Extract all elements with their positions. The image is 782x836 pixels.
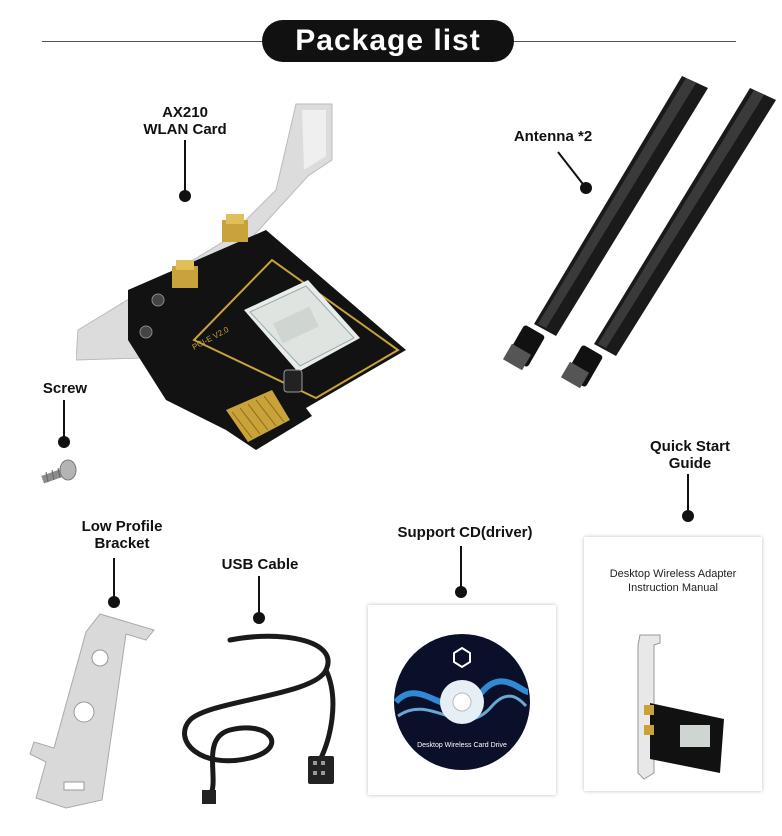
usb-cable-image [182, 633, 336, 804]
wlan-card-image: PCI-E V2.0 [76, 103, 406, 450]
screw-pointer [63, 400, 65, 440]
manual-card-illustration [637, 634, 724, 780]
antenna-pointer [557, 151, 592, 194]
support-cd-pointer [460, 546, 462, 590]
quick-start-guide-pointer-dot [682, 510, 694, 522]
low-profile-bracket-image [29, 613, 155, 809]
wlan-card-label: AX210 WLAN Card [143, 104, 227, 138]
quick-start-guide-pointer [687, 474, 689, 514]
screw-pointer-dot [58, 436, 70, 448]
support-cd-disc [393, 634, 530, 770]
header-rule-left [42, 41, 262, 42]
header-rule-right [514, 41, 736, 42]
wlan-card-pointer [184, 140, 186, 196]
screw-label: Screw [42, 380, 88, 397]
usb-cable-pointer-dot [253, 612, 265, 624]
low-profile-bracket-pointer-dot [108, 596, 120, 608]
manual-title-line2: Instruction Manual [628, 582, 718, 594]
quick-start-guide-manual: Desktop Wireless Adapter Instruction Man… [584, 537, 762, 791]
page-title: Package list [262, 20, 514, 62]
screw-image [41, 459, 77, 484]
usb-cable-label: USB Cable [221, 556, 299, 573]
low-profile-bracket-pointer [113, 558, 115, 600]
usb-cable-pointer [258, 576, 260, 616]
low-profile-bracket-label: Low Profile Bracket [81, 518, 163, 552]
quick-start-guide-label: Quick Start Guide [649, 438, 731, 472]
wlan-card-pointer-dot [179, 190, 191, 202]
antenna-label: Antenna *2 [513, 128, 593, 145]
manual-title-line1: Desktop Wireless Adapter [609, 568, 737, 580]
support-cd-pointer-dot [455, 586, 467, 598]
antenna-image [502, 76, 776, 389]
support-cd-label: Support CD(driver) [397, 524, 533, 541]
